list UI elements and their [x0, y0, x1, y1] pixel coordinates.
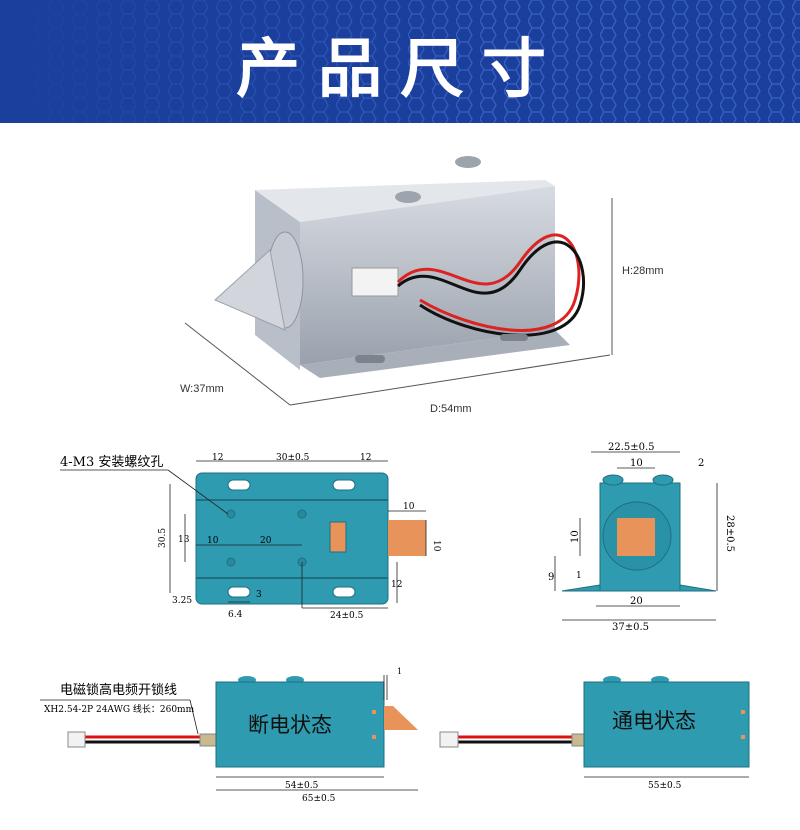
off-dim-65: 65±0.5: [302, 794, 336, 804]
dim-3-25: 3.25: [172, 596, 192, 606]
front-view-dimension-lines: [554, 451, 718, 621]
hex-pattern: [0, 0, 800, 123]
photo-dimensions: [184, 198, 613, 406]
on-dim-55: 55±0.5: [648, 781, 682, 791]
dim-20: 20: [260, 536, 272, 546]
front-dim-v10: 10: [570, 530, 581, 543]
dim-height-30-5: 30.5: [158, 528, 168, 548]
dim-right-12: 12: [360, 453, 371, 463]
photo-height-label: H:28mm: [622, 265, 664, 277]
front-dim-20: 20: [630, 596, 643, 607]
dim-10: 10: [207, 536, 219, 546]
dim-left-12: 12: [212, 453, 223, 463]
lock-photo: [214, 156, 585, 378]
dim-12: 12: [391, 580, 402, 590]
dim-mid-30: 30±0.5: [276, 453, 310, 463]
wire-spec: XH2.54-2P 24AWG 线长：260mm: [44, 703, 195, 715]
front-dim-2: 2: [698, 458, 704, 469]
page-title: 产品尺寸: [236, 33, 564, 107]
power-off-label: 断电状态: [248, 713, 332, 737]
front-dim-9: 9: [548, 572, 554, 583]
off-dim-1: 1: [397, 667, 402, 676]
dim-bolt-height-10: 10: [431, 540, 441, 552]
front-dim-22-5: 22.5±0.5: [608, 442, 655, 453]
wire-title: 电磁锁高电频开锁线: [60, 682, 177, 698]
dim-bolt-width-10: 10: [403, 502, 415, 512]
power-on-label: 通电状态: [612, 709, 696, 733]
dim-13: 13: [178, 535, 190, 545]
front-dim-37: 37±0.5: [612, 622, 649, 633]
header-banner: 产品尺寸: [0, 0, 800, 123]
front-dim-28: 28±0.5: [724, 515, 735, 552]
mounting-holes-callout: 4-M3 安装螺纹孔: [60, 455, 163, 470]
drawing-canvas: H:28mm W:37mm D:54mm 4-M3 安装螺纹孔 12 30±0.…: [40, 156, 750, 804]
side-view-off-drawing: [67, 676, 418, 768]
front-dim-10: 10: [630, 458, 643, 469]
dim-3: 3: [256, 590, 262, 600]
dim-24: 24±0.5: [330, 611, 364, 621]
side-view-off-dimension-lines: [40, 675, 418, 791]
top-view-drawing: [195, 472, 426, 605]
front-view-drawing: [561, 474, 717, 592]
photo-depth-label: D:54mm: [430, 403, 472, 415]
top-view-dimension-lines: [60, 460, 427, 609]
off-dim-54: 54±0.5: [285, 781, 319, 791]
dim-6-4: 6.4: [228, 610, 243, 620]
front-dim-1: 1: [576, 571, 582, 581]
side-view-on-drawing: [439, 676, 750, 768]
photo-width-label: W:37mm: [180, 383, 224, 395]
